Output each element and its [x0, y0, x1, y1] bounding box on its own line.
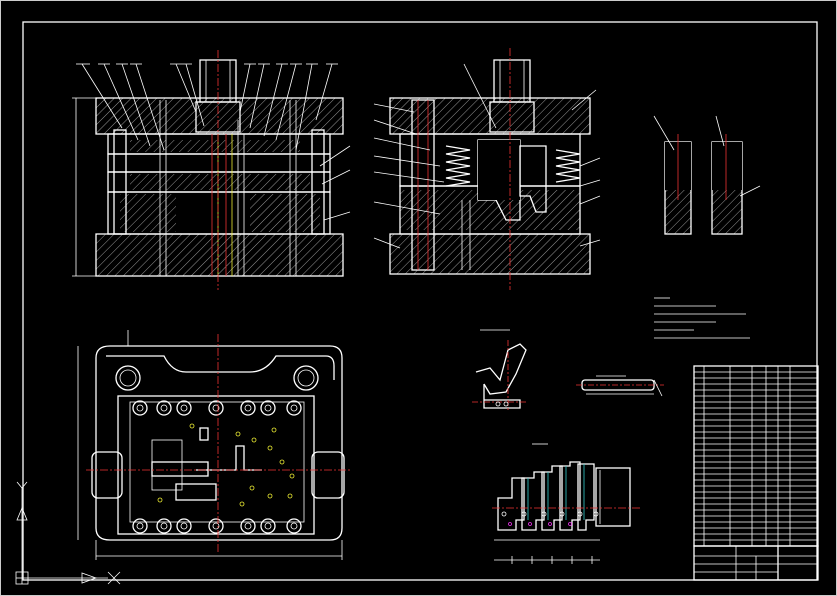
- title-block: [693, 545, 819, 581]
- strip-pilot-holes: [501, 511, 599, 526]
- strip-stations: [497, 461, 595, 531]
- ucs-y-axis-icon: [16, 481, 28, 572]
- front-section-view: [72, 50, 351, 290]
- ucs-x-axis-icon: [28, 572, 108, 584]
- plan-view: [77, 330, 352, 560]
- detail-sections: [653, 115, 761, 235]
- parts-list-rows: [694, 371, 818, 541]
- ucs-icon: [15, 481, 121, 585]
- part-detail: [472, 329, 528, 412]
- bolt-row-bottom: [132, 518, 302, 534]
- side-section-view: [373, 48, 601, 290]
- technical-notes: [654, 297, 750, 339]
- strip-layout: [492, 443, 640, 564]
- crosshair-icon: [107, 571, 121, 585]
- ucs-origin-square-icon: [15, 571, 29, 585]
- bolt-row-top: [132, 400, 302, 416]
- strip-side-view: [576, 375, 664, 397]
- pilot-holes: [157, 423, 295, 507]
